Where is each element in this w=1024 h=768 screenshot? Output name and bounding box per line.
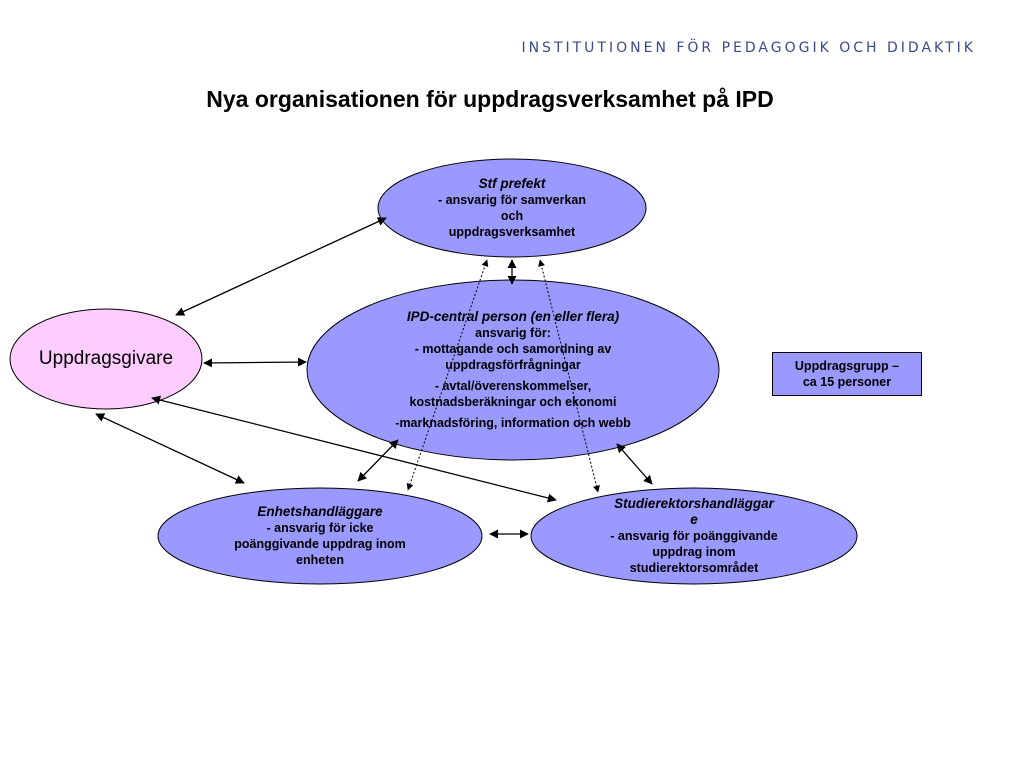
uppdragsgivare-label: Uppdragsgivare xyxy=(38,348,174,369)
ipd-central-line3: uppdragsförfrågningar xyxy=(445,358,581,372)
uppdragsgivare-node: Uppdragsgivare xyxy=(10,309,202,409)
stf-prefekt-line2: och xyxy=(500,209,524,223)
ipd-central-node: IPD-central person (en eller flera) ansv… xyxy=(307,280,719,460)
enhetshandlaggare-line1: - ansvarig för icke xyxy=(266,521,374,535)
arrow-central-studierektor xyxy=(616,443,653,485)
stf-prefekt-line1: - ansvarig för samverkan xyxy=(438,193,586,207)
enhetshandlaggare-line2: poänggivande uppdrag inom xyxy=(234,537,406,551)
studierektorshandlaggare-title-1: Studierektorshandläggar xyxy=(614,496,774,511)
studierektorshandlaggare-shape xyxy=(530,487,858,585)
uppdragsgrupp-line2: ca 15 personer xyxy=(802,375,892,389)
ipd-central-line4: - avtal/överenskommelser, xyxy=(434,379,592,393)
uppdragsgivare-shape xyxy=(9,308,203,410)
arrow-client-enhet xyxy=(95,413,245,484)
studierektorshandlaggare-line3: studierektorsområdet xyxy=(629,561,759,575)
enhetshandlaggare-line3: enheten xyxy=(296,553,344,567)
diagram-title: Nya organisationen för uppdragsverksamhe… xyxy=(206,86,774,112)
dotted-arrow-prefekt-enhet xyxy=(406,259,489,491)
uppdragsgrupp-box: Uppdragsgrupp – ca 15 personer xyxy=(772,352,922,396)
enhetshandlaggare-title: Enhetshandläggare xyxy=(257,504,383,519)
enhetshandlaggare-node: Enhetshandläggare - ansvarig för icke po… xyxy=(158,488,482,584)
arrow-client-central xyxy=(203,357,307,368)
stf-prefekt-line3: uppdragsverksamhet xyxy=(448,225,576,239)
studierektorshandlaggare-node: Studierektorshandläggar e - ansvarig för… xyxy=(531,488,857,584)
ipd-central-line6: -marknadsföring, information och webb xyxy=(395,416,631,430)
uppdragsgrupp-line1: Uppdragsgrupp – xyxy=(794,359,900,373)
studierektorshandlaggare-title-2: e xyxy=(690,512,698,527)
ipd-central-line5: kostnadsberäkningar och ekonomi xyxy=(409,395,617,409)
arrow-client-prefekt xyxy=(175,217,387,316)
ipd-central-line1: ansvarig för: xyxy=(475,326,551,340)
institution-header: INSTITUTIONEN FÖR PEDAGOGIK OCH DIDAKTIK xyxy=(521,40,976,56)
studierektorshandlaggare-line2: uppdrag inom xyxy=(652,545,736,559)
stf-prefekt-node: Stf prefekt - ansvarig för samverkan och… xyxy=(378,159,646,257)
arrow-client-studierektor xyxy=(151,395,557,503)
arrow-central-enhet xyxy=(357,439,399,482)
ipd-central-line2: - mottagande och samordning av xyxy=(414,342,612,356)
stf-prefekt-shape xyxy=(377,158,647,258)
ipd-central-title: IPD-central person (en eller flera) xyxy=(406,309,620,324)
studierektorshandlaggare-line1: - ansvarig för poänggivande xyxy=(610,529,778,543)
stf-prefekt-title: Stf prefekt xyxy=(478,176,546,191)
